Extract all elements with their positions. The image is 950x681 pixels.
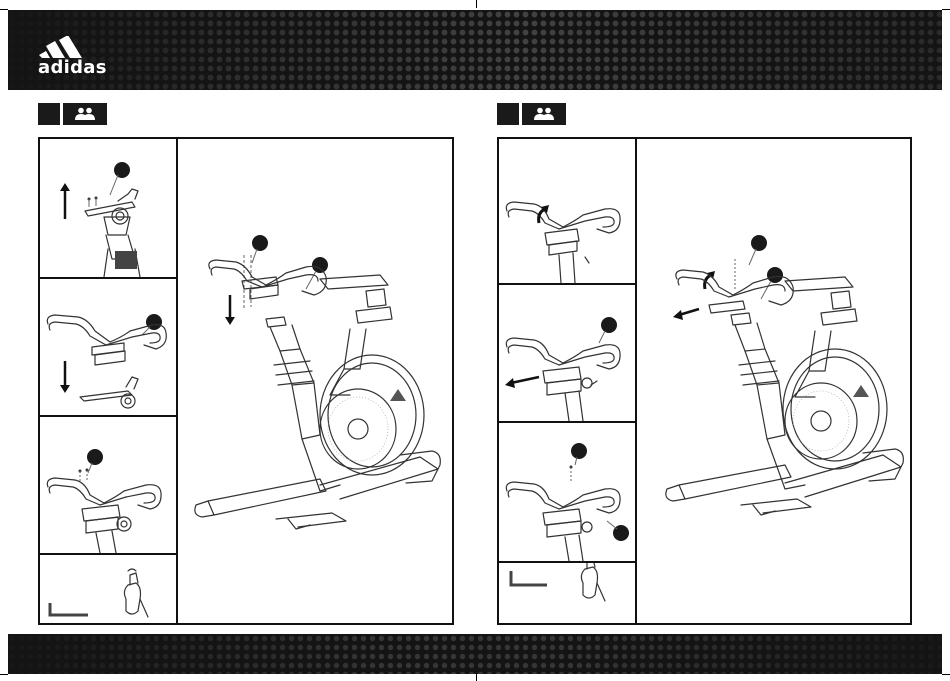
substep-column xyxy=(499,139,637,623)
adidas-three-stripes-logo-icon xyxy=(38,36,98,58)
crop-mark xyxy=(476,674,477,681)
allen-key-and-hand-icon xyxy=(40,555,174,621)
crop-mark xyxy=(942,9,950,10)
two-people-icon xyxy=(63,103,107,125)
exercise-bike-handlebar-adjust-icon xyxy=(639,139,910,623)
lower-handlebar-icon xyxy=(40,279,174,415)
exercise-bike-handlebar-install-icon xyxy=(180,139,452,623)
step-number-box xyxy=(497,103,519,125)
step-panel-right xyxy=(497,137,912,625)
two-people-icon xyxy=(522,103,566,125)
slide-handlebar-icon xyxy=(499,285,633,421)
crop-mark xyxy=(942,674,950,675)
step-header-right xyxy=(497,103,566,125)
footer-band xyxy=(8,634,942,674)
lift-top-cover-icon xyxy=(40,139,174,277)
step-header-left xyxy=(38,103,107,125)
fasten-screws-icon xyxy=(499,423,633,561)
step-number-box xyxy=(38,103,60,125)
substep-slide-handlebar xyxy=(499,285,635,423)
fasten-screws-icon xyxy=(40,417,174,553)
substep-fasten-screws xyxy=(499,423,635,563)
substep-column xyxy=(40,139,178,623)
step-panel-left xyxy=(38,137,454,625)
substep-tools xyxy=(40,555,176,623)
allen-key-and-hand-icon xyxy=(499,563,633,621)
substep-fasten-screws xyxy=(40,417,176,555)
crop-mark xyxy=(0,674,8,675)
main-illustration-right xyxy=(639,139,910,623)
crop-mark xyxy=(0,9,8,10)
main-illustration-left xyxy=(180,139,452,623)
substep-lower-handlebar xyxy=(40,279,176,417)
substep-tools xyxy=(499,563,635,623)
brand-logo-text: adidas xyxy=(38,57,107,78)
header-band xyxy=(8,10,942,90)
crop-mark xyxy=(476,0,477,8)
substep-rotate-lever xyxy=(499,139,635,285)
substep-lift-top-cover xyxy=(40,139,176,279)
rotate-lever-icon xyxy=(499,139,633,283)
